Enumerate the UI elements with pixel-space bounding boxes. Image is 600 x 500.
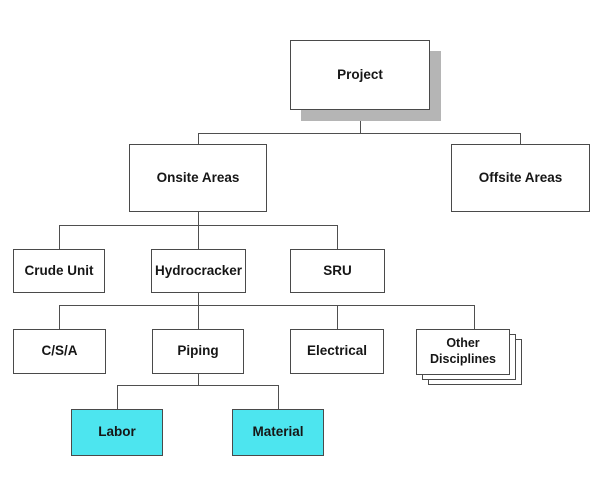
node-label: Labor — [98, 424, 136, 440]
node-hydrocracker: Hydrocracker — [151, 249, 246, 293]
node-electrical: Electrical — [290, 329, 384, 374]
connector-line — [474, 305, 475, 329]
connector-line — [360, 110, 361, 133]
node-material: Material — [232, 409, 324, 456]
node-csa: C/S/A — [13, 329, 106, 374]
connector-line — [59, 225, 337, 226]
node-offsite-areas: Offsite Areas — [451, 144, 590, 212]
connector-line — [59, 225, 60, 249]
node-labor: Labor — [71, 409, 163, 456]
node-label: Offsite Areas — [478, 169, 563, 185]
node-label: Project — [337, 66, 383, 82]
node-onsite-areas: Onsite Areas — [129, 144, 267, 212]
connector-line — [278, 385, 279, 409]
node-label: C/S/A — [41, 343, 78, 359]
node-piping: Piping — [152, 329, 244, 374]
connector-line — [198, 133, 520, 134]
connector-line — [198, 293, 199, 329]
node-crude-unit: Crude Unit — [13, 249, 105, 293]
node-other-disciplines: Other Disciplines — [416, 329, 510, 375]
node-label: SRU — [323, 262, 352, 278]
connector-line — [117, 385, 278, 386]
node-label: Crude Unit — [24, 262, 94, 278]
connector-line — [337, 225, 338, 249]
node-project: Project — [290, 40, 430, 110]
node-label: Hydrocracker — [154, 262, 243, 278]
node-label: Piping — [177, 343, 219, 359]
node-label: Electrical — [306, 343, 368, 359]
connector-line — [117, 385, 118, 409]
connector-line — [59, 305, 474, 306]
node-label: Material — [252, 424, 304, 440]
node-label: Other Disciplines — [430, 336, 496, 366]
connector-line — [198, 133, 199, 144]
connector-line — [198, 212, 199, 249]
connector-line — [59, 305, 60, 329]
node-sru: SRU — [290, 249, 385, 293]
connector-line — [520, 133, 521, 144]
node-label: Onsite Areas — [156, 169, 240, 185]
connector-line — [337, 305, 338, 329]
connector-line — [198, 374, 199, 385]
